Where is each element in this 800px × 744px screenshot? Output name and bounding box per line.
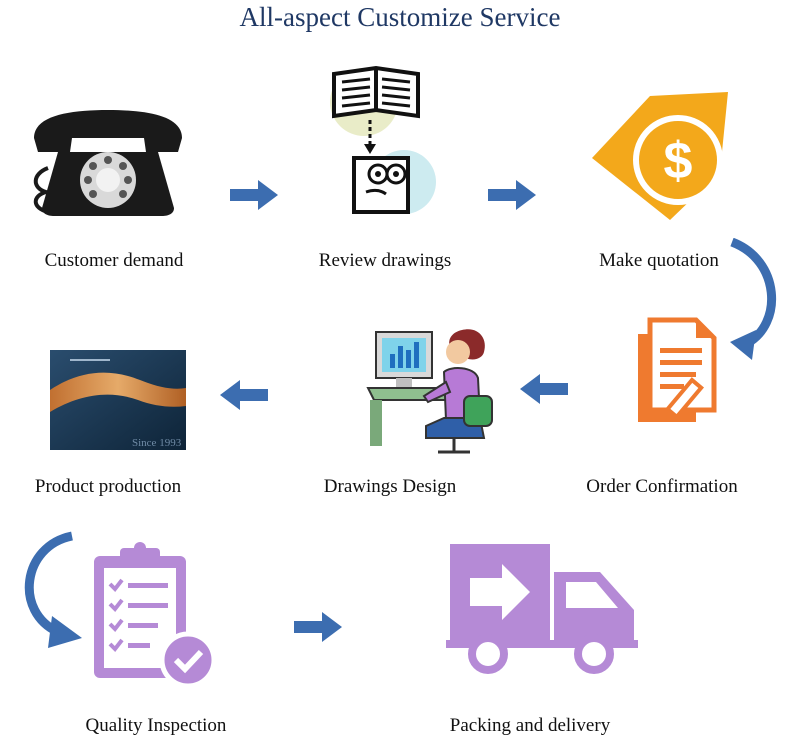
designer-computer-icon [366, 329, 493, 454]
step-packing-delivery-label: Packing and delivery [449, 715, 611, 736]
arrow-left-icon [520, 374, 568, 404]
step-customer-demand-label: Customer demand [44, 250, 184, 271]
product-photo-caption: Since 1993 [132, 437, 182, 449]
curved-arrow-down-icon [730, 238, 777, 360]
step-drawings-design-label: Drawings Design [323, 476, 457, 497]
diagram-title: All-aspect Customize Service [239, 2, 561, 32]
arrow-right-icon [488, 180, 536, 210]
step-make-quotation-label: Make quotation [599, 250, 719, 271]
arrow-right-icon [230, 180, 278, 210]
curved-arrow-down-icon [24, 531, 82, 648]
dollar-coin-icon: $ [592, 92, 728, 220]
document-pen-icon [638, 317, 717, 422]
telephone-icon [33, 110, 182, 216]
svg-text:$: $ [664, 132, 693, 190]
delivery-truck-icon [446, 544, 638, 674]
step-quality-inspection-label: Quality Inspection [85, 715, 227, 736]
step-order-confirmation-label: Order Confirmation [586, 476, 738, 497]
arrow-right-icon [294, 612, 342, 642]
arrow-left-icon [220, 380, 268, 410]
step-review-drawings-label: Review drawings [318, 250, 452, 271]
step-product-production-label: Product production [34, 476, 182, 497]
clipboard-check-icon [94, 542, 217, 689]
book-review-icon [330, 65, 436, 214]
product-photo-icon: Since 1993 [50, 350, 186, 450]
